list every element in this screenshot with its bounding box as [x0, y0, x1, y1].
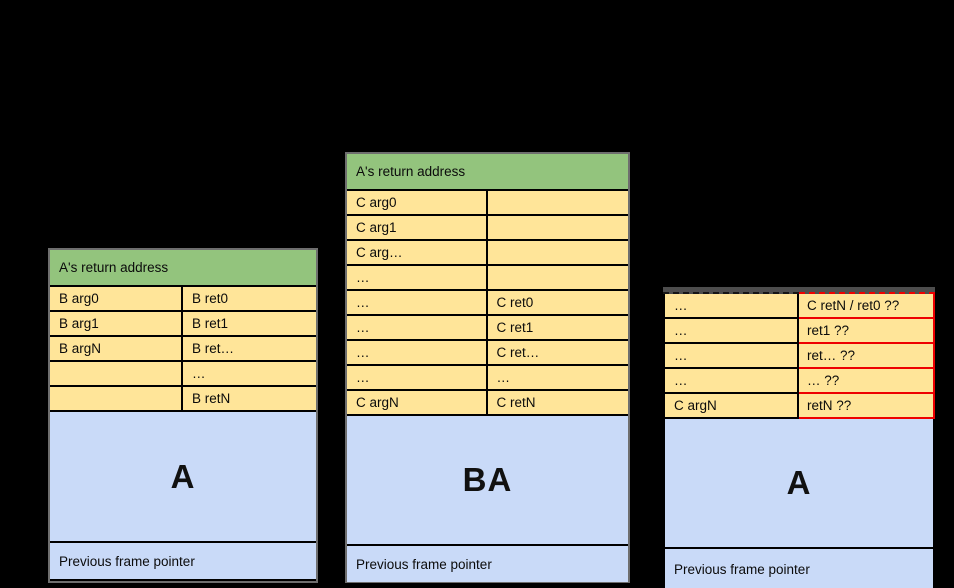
arg-cell: …	[347, 266, 488, 291]
table-row: … …	[347, 366, 628, 391]
table-row: …	[347, 266, 628, 291]
table-row: C arg0	[347, 191, 628, 216]
ret-cell: B ret…	[183, 337, 316, 362]
table-row: … C ret0	[347, 291, 628, 316]
arg-cell: …	[663, 344, 799, 369]
table-row: C argN retN ??	[663, 394, 935, 419]
table-row: … ret… ??	[663, 344, 935, 369]
arg-cell	[50, 362, 183, 387]
return-address-header: A's return address	[50, 250, 316, 287]
table-row: C arg…	[347, 241, 628, 266]
table-row: … C retN / ret0 ??	[663, 294, 935, 319]
dashed-top-border	[663, 287, 935, 294]
arg-cell: …	[347, 291, 488, 316]
clobbered-ret-cell: ret1 ??	[799, 319, 935, 344]
stack-frame-right: … C retN / ret0 ?? … ret1 ?? … ret… ?? ……	[663, 287, 935, 588]
ret-cell: C ret0	[487, 291, 628, 316]
arg-cell: …	[663, 294, 799, 319]
clobbered-ret-cell: ret… ??	[799, 344, 935, 369]
arg-cell: C arg…	[347, 241, 488, 266]
table-row: B arg1 B ret1	[50, 312, 316, 337]
frame-owner-label: A	[663, 419, 935, 547]
arg-cell: …	[347, 341, 488, 366]
frame-owner-label: A	[50, 412, 316, 541]
ret-cell: C retN	[487, 391, 628, 416]
arg-cell: B argN	[50, 337, 183, 362]
previous-frame-pointer: Previous frame pointer	[663, 547, 935, 588]
ret-cell	[487, 241, 628, 266]
ret-cell: C ret…	[487, 341, 628, 366]
ret-cell: …	[183, 362, 316, 387]
arg-cell: …	[347, 316, 488, 341]
table-row: …	[50, 362, 316, 387]
table-row: B argN B ret…	[50, 337, 316, 362]
arg-cell: C argN	[663, 394, 799, 419]
previous-frame-pointer: Previous frame pointer	[50, 541, 316, 579]
arg-cell: B arg1	[50, 312, 183, 337]
table-row: C argN C retN	[347, 391, 628, 416]
dashed-border-red	[799, 287, 935, 294]
table-row: B arg0 B ret0	[50, 287, 316, 312]
clobbered-ret-cell: C retN / ret0 ??	[799, 294, 935, 319]
ret-cell: …	[487, 366, 628, 391]
table-row: … … ??	[663, 369, 935, 394]
return-address-header: A's return address	[347, 154, 628, 191]
arg-cell: …	[347, 366, 488, 391]
ret-cell: B ret0	[183, 287, 316, 312]
dashed-border-black	[663, 287, 799, 294]
ret-cell: B retN	[183, 387, 316, 412]
ret-cell: B ret1	[183, 312, 316, 337]
arg-cell: C arg0	[347, 191, 488, 216]
table-row: … C ret…	[347, 341, 628, 366]
ret-cell	[487, 216, 628, 241]
stack-frame-middle: A's return address C arg0 C arg1 C arg… …	[345, 152, 630, 583]
frame-owner-label: BA	[347, 416, 628, 544]
arg-cell	[50, 387, 183, 412]
ret-cell: C ret1	[487, 316, 628, 341]
table-row: B retN	[50, 387, 316, 412]
table-row: … C ret1	[347, 316, 628, 341]
arg-cell: C argN	[347, 391, 488, 416]
arg-cell: …	[663, 319, 799, 344]
table-row: … ret1 ??	[663, 319, 935, 344]
arg-cell: C arg1	[347, 216, 488, 241]
table-row: C arg1	[347, 216, 628, 241]
arg-cell: …	[663, 369, 799, 394]
arg-cell: B arg0	[50, 287, 183, 312]
clobbered-ret-cell: … ??	[799, 369, 935, 394]
ret-cell	[487, 191, 628, 216]
ret-cell	[487, 266, 628, 291]
clobbered-ret-cell: retN ??	[799, 394, 935, 419]
previous-frame-pointer: Previous frame pointer	[347, 544, 628, 582]
stack-frame-left: A's return address B arg0 B ret0 B arg1 …	[48, 248, 318, 583]
